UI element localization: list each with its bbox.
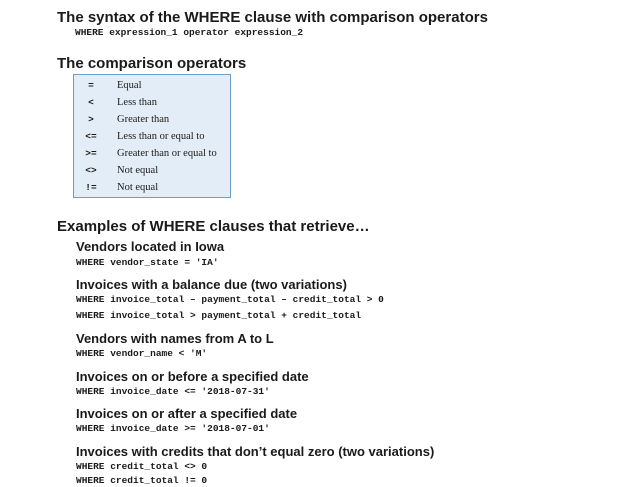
- operator-symbol: >: [88, 114, 94, 125]
- example-code: WHERE credit_total != 0: [76, 475, 208, 486]
- example-code: WHERE vendor_state = 'IA': [76, 257, 219, 268]
- operator-row: != Not equal: [74, 179, 230, 196]
- example-code: WHERE invoice_date <= '2018-07-31': [76, 386, 270, 397]
- operators-heading: The comparison operators: [57, 55, 247, 72]
- operator-symbol: =: [88, 80, 94, 91]
- operator-symbol: <: [88, 97, 94, 108]
- example-code: WHERE vendor_name < 'M': [76, 348, 208, 359]
- example-title: Vendors with names from A to L: [76, 331, 274, 346]
- example-code: WHERE invoice_date >= '2018-07-01': [76, 423, 270, 434]
- operator-description: Greater than or equal to: [117, 148, 217, 159]
- operator-description: Equal: [117, 80, 142, 91]
- operator-row: = Equal: [74, 77, 230, 94]
- operator-description: Less than or equal to: [117, 131, 205, 142]
- operator-description: Less than: [117, 97, 157, 108]
- example-title: Invoices on or before a specified date: [76, 369, 309, 384]
- example-code: WHERE invoice_total – payment_total – cr…: [76, 294, 384, 305]
- syntax-heading: The syntax of the WHERE clause with comp…: [57, 9, 488, 26]
- operator-description: Greater than: [117, 114, 170, 125]
- example-title: Invoices with credits that don’t equal z…: [76, 444, 435, 459]
- example-code: WHERE credit_total <> 0: [76, 461, 208, 472]
- example-title: Invoices with a balance due (two variati…: [76, 277, 347, 292]
- operator-symbol: >=: [85, 148, 97, 159]
- examples-heading: Examples of WHERE clauses that retrieve…: [57, 218, 370, 235]
- operator-row: <= Less than or equal to: [74, 128, 230, 145]
- operator-row: <> Not equal: [74, 162, 230, 179]
- operator-row: > Greater than: [74, 111, 230, 128]
- example-title: Vendors located in Iowa: [76, 239, 225, 254]
- operator-symbol: <=: [85, 131, 97, 142]
- operator-description: Not equal: [117, 165, 159, 176]
- example-code: WHERE invoice_total > payment_total + cr…: [76, 310, 362, 321]
- operator-symbol: <>: [85, 165, 97, 176]
- operators-table: = Equal < Less than > Greater than <= Le…: [73, 74, 231, 198]
- example-title: Invoices on or after a specified date: [76, 406, 298, 421]
- operator-row: < Less than: [74, 94, 230, 111]
- operator-description: Not equal: [117, 182, 159, 193]
- operator-symbol: !=: [85, 182, 97, 193]
- syntax-code: WHERE expression_1 operator expression_2: [75, 27, 304, 38]
- operator-row: >= Greater than or equal to: [74, 145, 230, 162]
